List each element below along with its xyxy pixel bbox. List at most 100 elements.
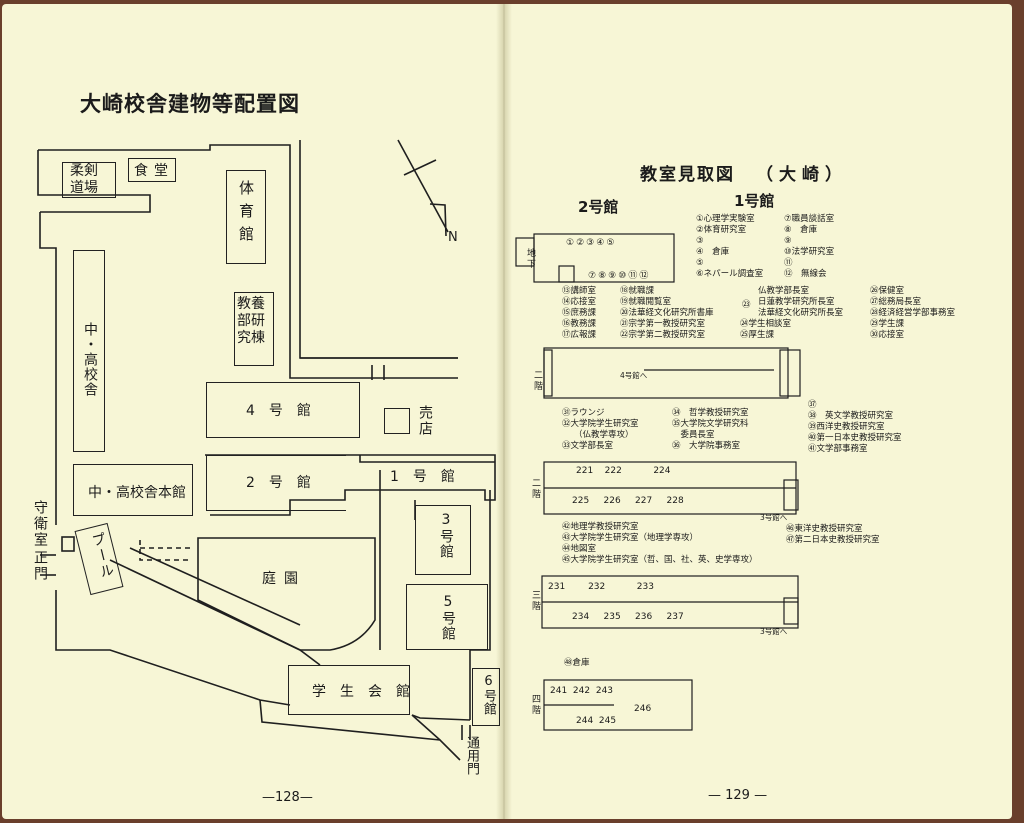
legend-item: ⑩法学研究室 [784,247,835,257]
building-3 [415,505,471,575]
legend-item: ①心理学実験室 [696,214,755,224]
legend-item: ⑫ 無線会 [784,269,827,279]
room-row-f4-upper: 241 242 243 [550,686,613,696]
shokudo-building [128,158,176,182]
building-3-label: 3号館 [438,512,454,559]
legend-item: ㉙学生課 [870,319,905,329]
kyoyo-bu-label: 教養部研究棟 [237,296,265,346]
legend-item: ⑨ [784,236,792,246]
legend-item: ⑰広報課 [562,330,597,340]
room-number: 221 [576,466,594,476]
room-number: ⑦ [588,271,599,281]
building-5 [406,584,488,650]
room-number: 222 [604,466,622,476]
to-building-3-note-3f: 3号館へ [760,627,788,636]
building-5-label: 5号館 [440,594,456,641]
legend-item: （仏教学専攻） [574,430,634,440]
legend-item: ㊹地図室 [562,544,597,554]
building-1-label: 1 号 館 [390,469,455,485]
building-2-label: 2 号 館 [246,475,311,491]
chuko-kosha [73,250,105,452]
taiiku-kan [226,170,266,264]
building-2 [206,455,346,511]
baiten-building [384,408,410,434]
room-number: 236 [635,612,653,622]
room-number: ④ [596,238,607,248]
room-number: 225 [572,496,590,506]
building-4-label: 4 号 館 [246,403,311,419]
baiten-label: 売店 [417,405,433,437]
legend-item: ㉖保健室 [870,286,905,296]
legend-item: ㊴西洋史教授研究室 [808,422,885,432]
room-number: ② [576,238,587,248]
legend-item: ㉜大学院学生研究室 [562,419,639,429]
floor-label-3f: 三階 [530,590,540,612]
to-building-3-note: 3号館へ [760,513,788,522]
legend-b1-col2: ⑦職員談話室 ⑧ 倉庫 ⑨ ⑩法学研究室 ⑪ ⑫ 無線会 [784,214,834,280]
room-number: 235 [603,612,621,622]
north-arrow-label: N [448,230,458,245]
legend-b1-col1: ①心理学実験室 ②体育研究室 ③ ④ 倉庫 ⑤ ⑥ネパール調査室 [696,214,763,280]
legend-item: ⑮庶務課 [562,308,597,318]
room-number: 237 [666,612,684,622]
legend-2f-c: ㊲ ㊳ 英文学教授研究室 ㊴西洋史教授研究室 ㊵第一日本史教授研究室 ㊶文学部事… [808,400,902,455]
chuko-honkan [73,464,193,516]
room-number: 227 [635,496,653,506]
floor-label-2f: 二階 [532,370,542,392]
legend-item: 法華経文化研究所長室 [758,308,844,318]
right-page-number: — 129 — [708,788,768,803]
legend-item: ㊳ 英文学教授研究室 [808,411,894,421]
room-number: ⑧ [598,271,609,281]
room-number: 245 [598,716,617,726]
room-number: 231 [548,582,566,592]
room-number: 226 [603,496,621,506]
legend-item: ㊲ [808,400,817,410]
legend-item: ㉘経済経営学部事務室 [870,308,956,318]
building-6 [472,668,500,726]
room-row-f3-upper: 231 232 233 [548,582,654,592]
legend-item: ⑧ 倉庫 [784,225,818,235]
room-number: ⑨ [608,271,619,281]
room-number: 224 [653,466,671,476]
legend-item: ㊶文学部事務室 [808,444,868,454]
legend-item: ⑥ネパール調査室 [696,269,764,279]
right-page-title: 教室見取図 [640,165,735,185]
chuko-honkan-label: 中・高校舎本館 [88,485,186,501]
building-2-heading: 2号館 [578,198,619,216]
legend-1f-a: ⑬講師室 ⑭応接室 ⑮庶務課 ⑯教務課 ⑰広報課 [562,286,596,341]
teien-label: 庭園 [262,571,306,587]
room-number: ① [566,238,577,248]
room-number: ⑤ [606,238,617,248]
floor-label-chika: 地下 [525,248,535,270]
room-number: ⑩ [618,271,629,281]
room-number: 243 [595,686,614,696]
legend-item: ㉟大学院文学研究科 [672,419,749,429]
legend-item: ㉒宗学第二教授研究室 [620,330,706,340]
room-number: ③ [586,238,597,248]
legend-4f: ㊽倉庫 [564,658,590,668]
room-number: 228 [666,496,684,506]
gakusei-kaikan [288,665,410,715]
room-row-f2-lower: 225 226 227 228 [572,496,684,506]
building-4 [206,382,360,438]
room-number: ⑪ [628,271,640,281]
room-number: 234 [572,612,590,622]
legend-item: 日蓮教学研究所長室 [758,297,835,307]
room-row-f3-lower: 234 235 236 237 [572,612,684,622]
taiiku-kan-label: 体育館 [237,180,255,249]
tsuyomon-label: 通用門 [464,736,479,775]
shuei-shitsu-label: 守衛室 [32,500,48,548]
room-number: ⑫ [639,271,651,281]
legend-item: ㉚応接室 [870,330,905,340]
seimon-label: 正門 [32,550,48,582]
building-6-label: 6号館 [481,674,496,715]
building-1-heading: 1号館 [734,192,775,210]
campus-map [37,139,496,761]
room-number: 244 [576,716,594,726]
right-page [504,4,1012,819]
shokudo-label: 食堂 [134,163,174,179]
legend-item: ㊵第一日本史教授研究室 [808,433,902,443]
legend-item: 委員長室 [672,430,715,440]
legend-item: ㉔学生相談室 [740,319,792,329]
legend-item: ㊸大学院学生研究室（地理学専攻） [562,533,699,543]
